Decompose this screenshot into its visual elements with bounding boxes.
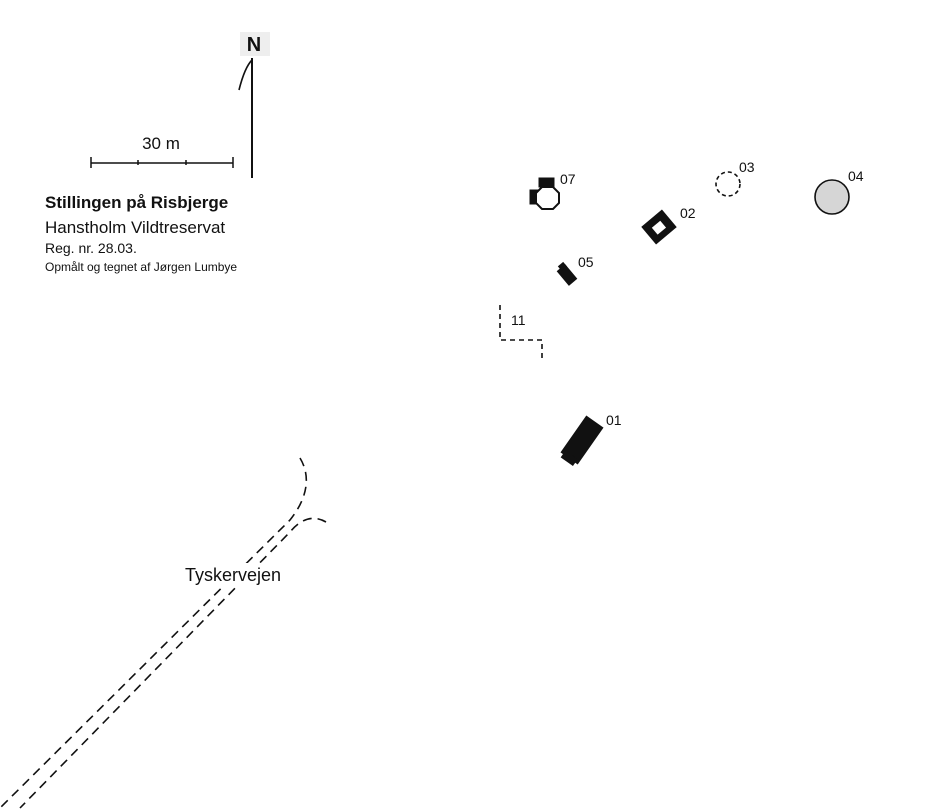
feature-03-circle	[715, 171, 741, 197]
feature-02: 02	[641, 205, 696, 245]
feature-05-nub	[557, 261, 568, 271]
north-label-bg	[240, 32, 270, 56]
feature-05: 05	[556, 254, 594, 286]
feature-03-label: 03	[739, 159, 755, 175]
feature-07-octagon	[535, 186, 560, 210]
title-block: Stillingen på Risbjerge Hanstholm Vildtr…	[45, 193, 237, 274]
north-arrow: N	[238, 32, 270, 178]
feature-01: 01	[560, 412, 622, 467]
feature-04-label: 04	[848, 168, 864, 184]
feature-04-circle	[814, 179, 850, 215]
feature-05-label: 05	[578, 254, 594, 270]
feature-02-room	[651, 220, 667, 235]
road-label: Tyskervejen	[185, 565, 281, 585]
road-edge-west	[0, 457, 308, 809]
feature-03: 03	[715, 159, 755, 197]
survey-credit: Opmålt og tegnet af Jørgen Lumbye	[45, 260, 237, 274]
road-edge-east	[19, 517, 327, 809]
scale-label: 30 m	[142, 134, 180, 153]
road-label-bg	[182, 563, 294, 587]
feature-11-label: 11	[511, 312, 526, 328]
feature-07: 07	[529, 171, 576, 210]
map-subtitle: Hanstholm Vildtreservat	[45, 218, 225, 237]
feature-01-entrance	[560, 450, 579, 467]
north-arrow-half-head	[238, 59, 253, 91]
feature-01-label: 01	[606, 412, 622, 428]
feature-04: 04	[814, 168, 864, 215]
feature-07-annex	[538, 177, 555, 188]
feature-11: 11	[499, 305, 543, 358]
feature-02-label: 02	[680, 205, 696, 221]
registration-number: Reg. nr. 28.03.	[45, 240, 137, 256]
scale-bar: 30 m	[90, 134, 234, 168]
north-label: N	[247, 34, 261, 56]
feature-11-trench	[499, 305, 543, 358]
map-title: Stillingen på Risbjerge	[45, 193, 228, 212]
road-tyskervejen: Tyskervejen	[0, 457, 327, 809]
feature-07-label: 07	[560, 171, 576, 187]
